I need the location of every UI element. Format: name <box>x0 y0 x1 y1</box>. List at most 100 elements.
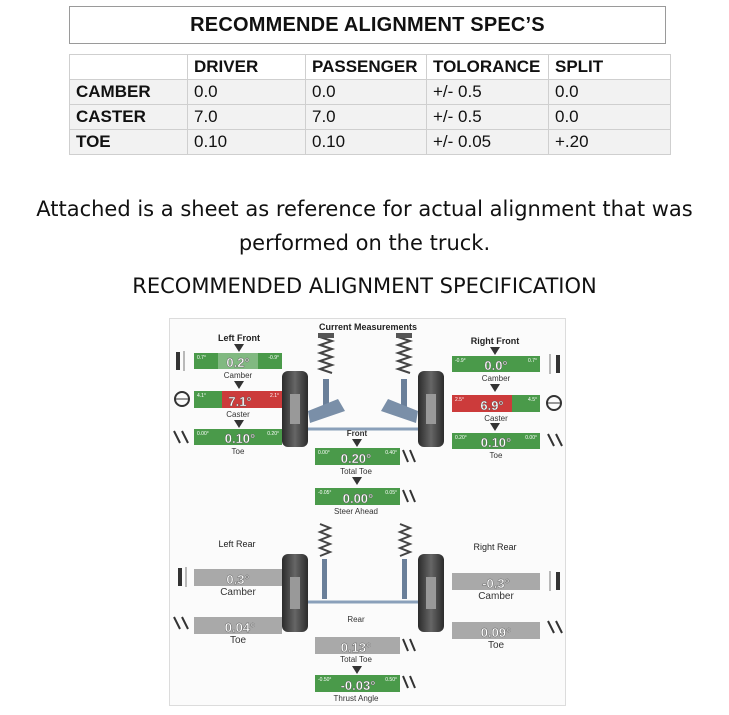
arrow-down-icon <box>234 344 244 352</box>
arrow-down-icon <box>352 666 362 674</box>
rf-camber-min: -0.9° <box>455 358 466 364</box>
toe-wheel-icon <box>402 449 416 463</box>
spec-title: RECOMMENDE ALIGNMENT SPEC’S <box>69 6 666 44</box>
rf-caster-max: 4.5° <box>528 397 537 403</box>
left-front-heading: Left Front <box>218 333 260 343</box>
right-front-heading: Right Front <box>471 336 520 346</box>
lr-toe-value: 0.04° <box>225 620 256 635</box>
rear-heading: Rear <box>347 615 365 624</box>
lr-toe-gauge: 0.04° Toe <box>194 617 282 646</box>
lf-camber-max: -0.9° <box>268 355 279 361</box>
cell-split: 0.0 <box>548 104 671 130</box>
total-toe-gauge: 0.00° 0.40° 0.20° Total Toe <box>315 439 400 476</box>
lf-camber-label: Camber <box>224 371 253 380</box>
rr-camber-value: -0.3° <box>482 576 510 591</box>
table-header-split: SPLIT <box>548 54 671 80</box>
total-toe-bar <box>315 448 400 465</box>
thrust-angle-gauge: -0.50° 0.50° -0.03° Thrust Angle <box>315 666 400 703</box>
steer-ahead-bar <box>315 488 400 505</box>
cell-tolerance: +/- 0.5 <box>426 79 549 105</box>
table-header-blank <box>69 54 188 80</box>
thrust-angle-label: Thrust Angle <box>334 694 379 703</box>
toe-wheel-icon <box>547 620 563 634</box>
rf-toe-value: 0.10° <box>481 435 512 450</box>
rf-caster-label: Caster <box>484 414 508 423</box>
rear-total-toe-value: 0.13° <box>341 640 372 655</box>
lf-toe-min: 0.00° <box>197 431 209 437</box>
toe-wheel-icon <box>402 638 416 652</box>
rf-camber-bar <box>452 356 540 372</box>
cell-split: +.20 <box>548 129 671 155</box>
cell-driver: 0.10 <box>187 129 306 155</box>
rf-caster-gauge: 2.5° 4.5° 6.9° Caster <box>452 384 540 423</box>
lf-toe-value: 0.10° <box>225 431 256 446</box>
rr-toe-bar <box>452 622 540 639</box>
rr-camber-bar <box>452 573 540 590</box>
arrow-down-icon <box>352 477 362 485</box>
paragraph-line-2: performed on the truck. <box>238 231 491 255</box>
rf-toe-bar <box>452 433 540 449</box>
toe-wheel-icon <box>547 433 563 447</box>
total-toe-label: Total Toe <box>340 467 372 476</box>
lr-camber-gauge: 0.3° Camber <box>194 569 282 598</box>
alignment-printout: Current Measurements Left Front <box>169 318 566 706</box>
lf-caster-max: 2.1° <box>270 393 279 399</box>
cell-driver: 7.0 <box>187 104 306 130</box>
arrow-down-icon <box>490 347 500 355</box>
lf-toe-gauge: 0.00° 0.20° 0.10° Toe <box>194 420 282 456</box>
table-row: CAMBER 0.0 0.0 +/- 0.5 0.0 <box>69 79 671 105</box>
arrow-down-icon <box>352 439 362 447</box>
total-toe-value: 0.20° <box>341 451 372 466</box>
lf-camber-min: 0.7° <box>197 355 206 361</box>
row-label-toe: TOE <box>69 129 188 155</box>
lf-caster-min: 4.1° <box>197 393 206 399</box>
rear-suspension-graphic <box>282 523 444 632</box>
total-toe-min: 0.00° <box>318 450 330 456</box>
arrow-down-icon <box>234 420 244 428</box>
lr-camber-value: 0.3° <box>226 572 249 587</box>
camber-wheel-icon <box>549 571 560 591</box>
thrust-angle-max: 0.50° <box>385 677 397 683</box>
rf-camber-value: 0.0° <box>484 358 507 373</box>
front-suspension-graphic <box>282 333 444 447</box>
camber-wheel-icon <box>178 567 187 587</box>
toe-wheel-icon <box>173 616 189 630</box>
section-subtitle: RECOMMENDED ALIGNMENT SPECIFICATION <box>132 274 597 298</box>
front-heading: Front <box>347 429 368 438</box>
thrust-angle-min: -0.50° <box>318 677 331 683</box>
lf-camber-value: 0.2° <box>226 355 249 370</box>
rf-toe-label: Toe <box>490 451 503 460</box>
rf-toe-min: 0.20° <box>455 435 467 441</box>
right-rear-heading: Right Rear <box>473 542 516 552</box>
lf-toe-max: 0.20° <box>267 431 279 437</box>
rf-toe-gauge: 0.20° 0.00° 0.10° Toe <box>452 423 540 460</box>
caster-wheel-icon <box>174 391 190 407</box>
rf-toe-max: 0.00° <box>525 435 537 441</box>
lr-camber-bar <box>194 569 282 586</box>
table-row: TOE 0.10 0.10 +/- 0.05 +.20 <box>69 129 671 155</box>
alignment-diagram: Current Measurements Left Front <box>173 322 563 703</box>
rear-total-toe-bar <box>315 637 400 654</box>
cell-passenger: 0.0 <box>305 79 427 105</box>
total-toe-max: 0.40° <box>385 450 397 456</box>
table-header-tolerance: TOLORANCE <box>426 54 549 80</box>
cell-tolerance: +/- 0.05 <box>426 129 549 155</box>
rr-toe-gauge: 0.09° Toe <box>452 622 540 651</box>
cell-tolerance: +/- 0.5 <box>426 104 549 130</box>
paragraph-line-1: Attached is a sheet as reference for act… <box>36 197 693 221</box>
rear-total-toe-label: Total Toe <box>340 655 372 664</box>
table-row: CASTER 7.0 7.0 +/- 0.5 0.0 <box>69 104 671 130</box>
rr-toe-value: 0.09° <box>481 625 512 640</box>
table-header-passenger: PASSENGER <box>305 54 427 80</box>
steer-ahead-max: 0.05° <box>385 490 397 496</box>
steer-ahead-min: -0.05° <box>318 490 331 496</box>
rf-camber-label: Camber <box>482 374 511 383</box>
rr-toe-label: Toe <box>488 640 505 651</box>
lr-camber-label: Camber <box>220 587 256 598</box>
toe-wheel-icon <box>173 430 189 444</box>
reference-paragraph: Attached is a sheet as reference for act… <box>0 192 729 260</box>
steer-ahead-value: 0.00° <box>343 491 374 506</box>
cell-split: 0.0 <box>548 79 671 105</box>
cell-driver: 0.0 <box>187 79 306 105</box>
lr-toe-label: Toe <box>230 635 247 646</box>
